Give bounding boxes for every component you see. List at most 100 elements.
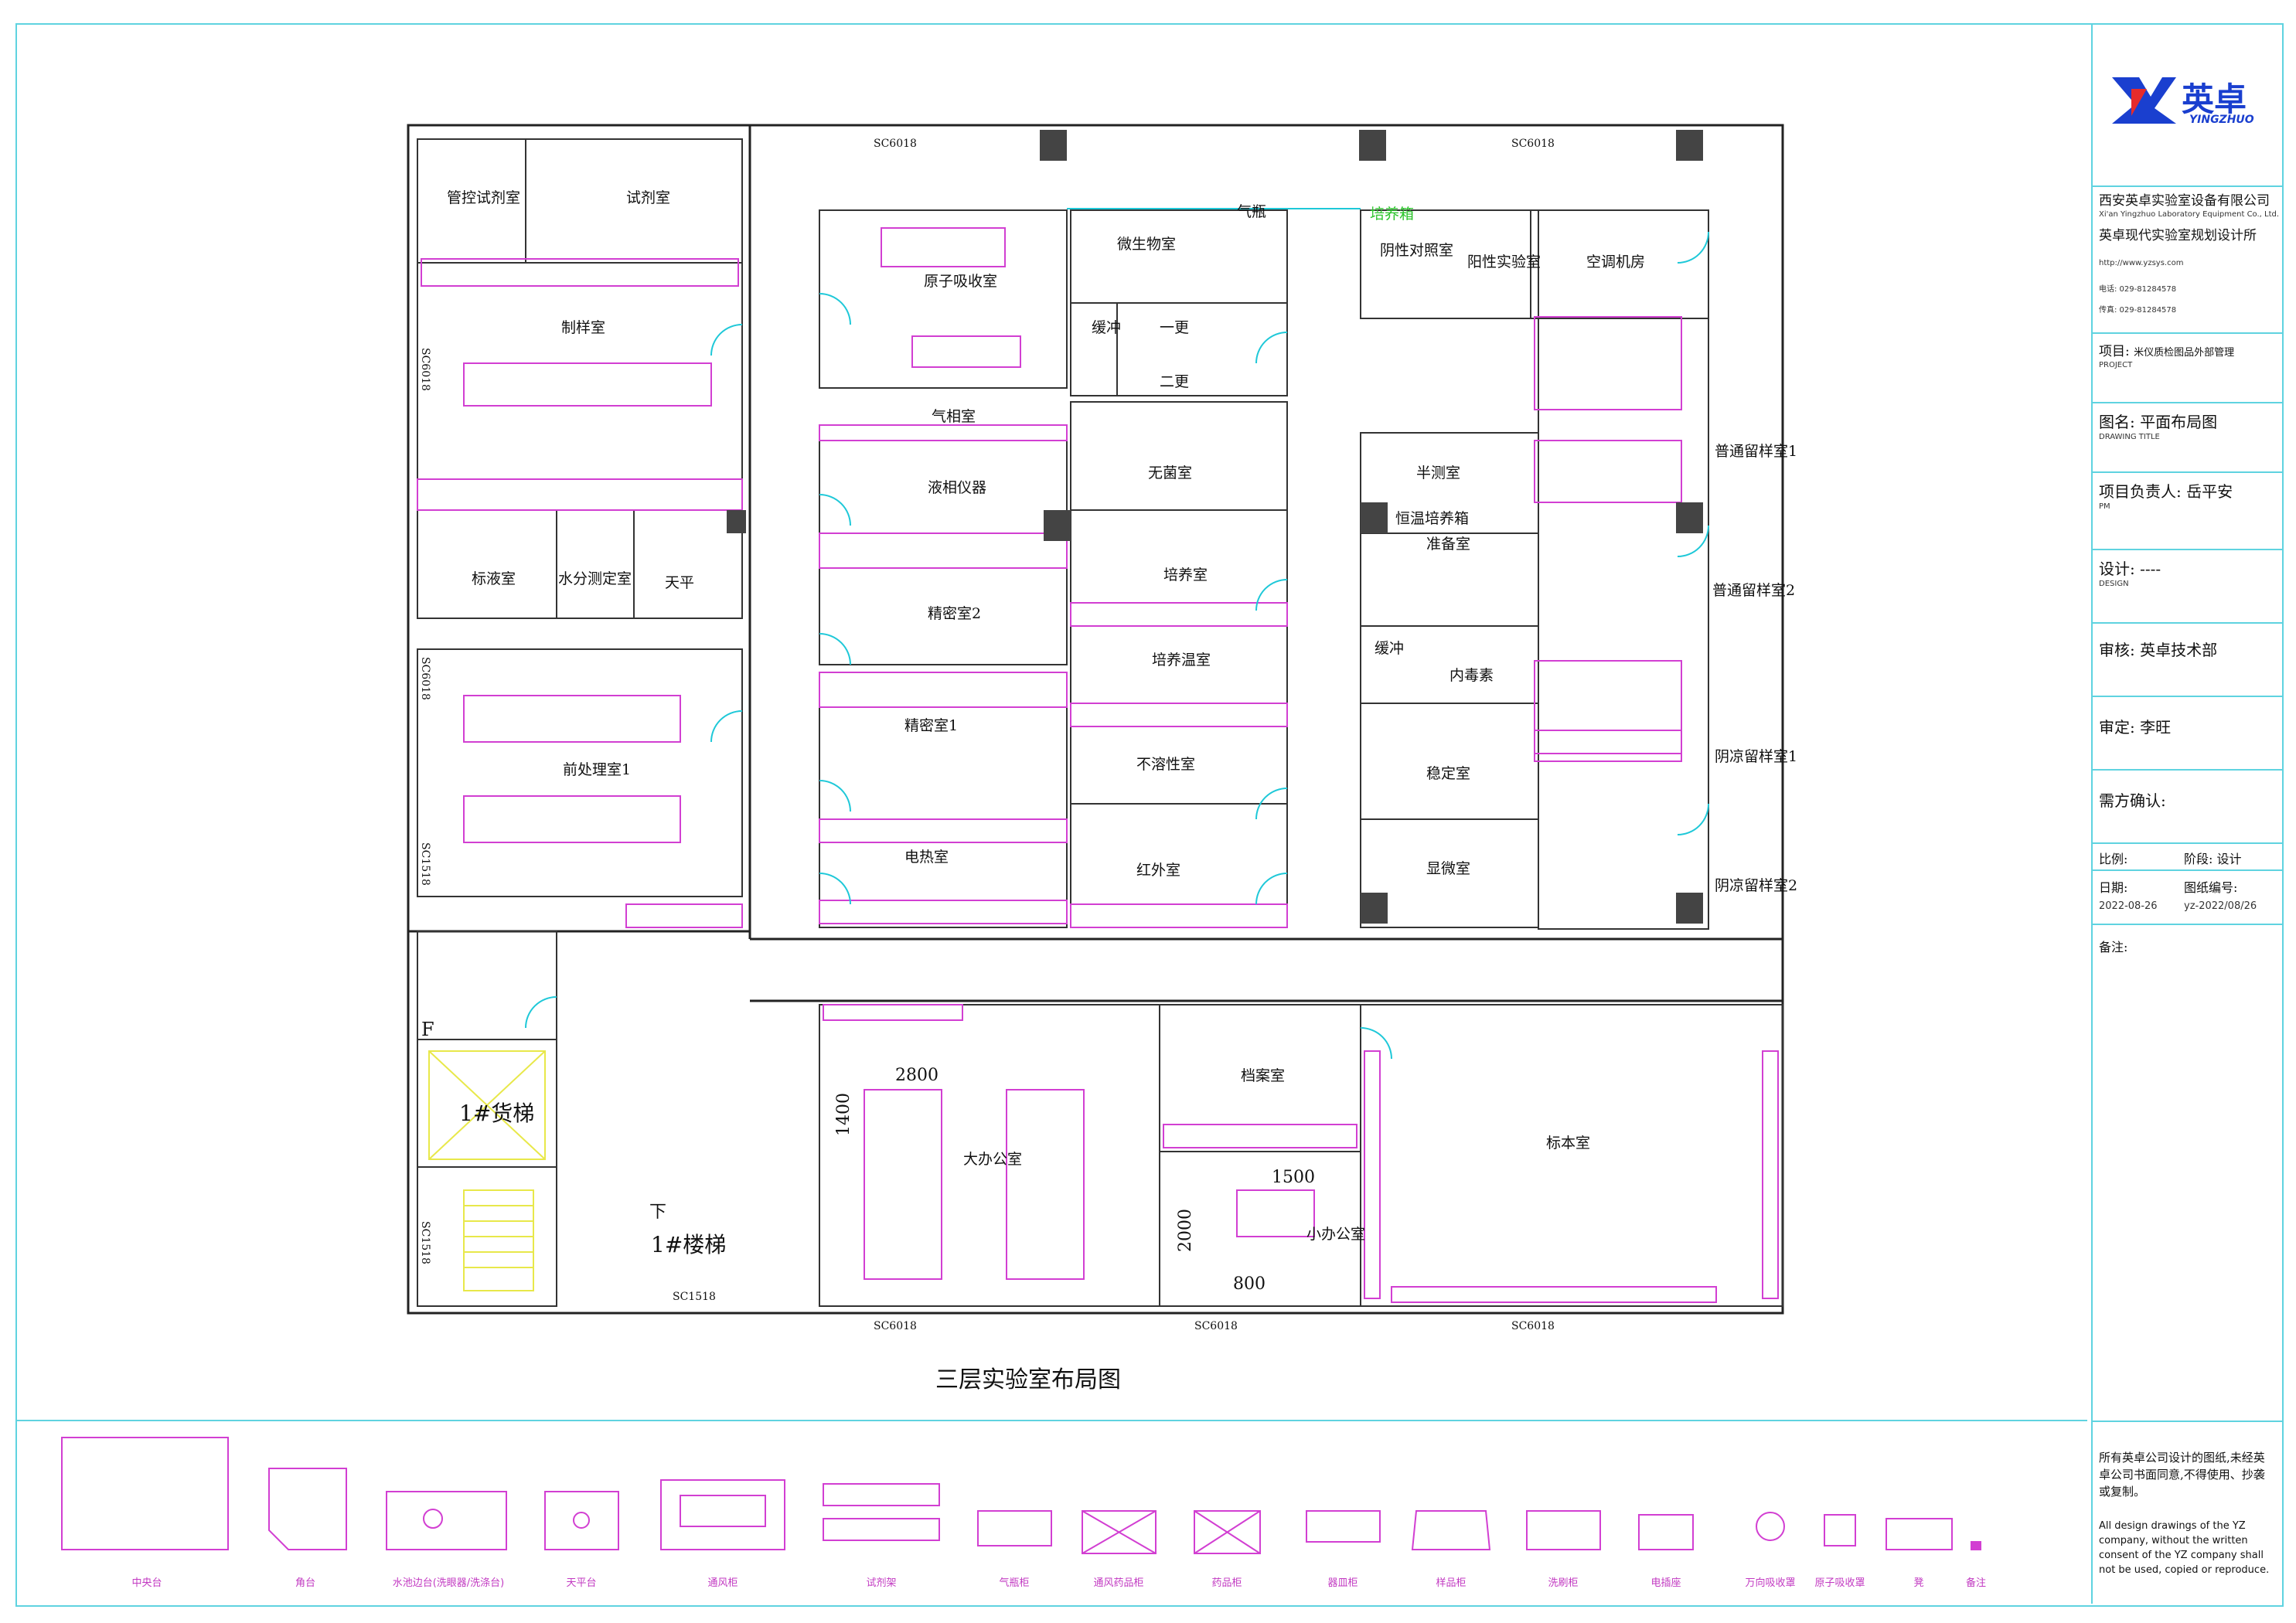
logo-text: 英卓 [2182,80,2247,118]
drawing-title: 三层实验室布局图 [935,1366,1121,1393]
pm-en: PM [2099,502,2110,511]
dimension-label: 2000 [1176,1209,1195,1252]
window-mark: SC6018 [419,657,431,700]
room-label: 一更 [1160,319,1189,336]
legend-item: 凳 [1872,1553,1965,1589]
room-label: 精密室1 [904,717,958,734]
date-value: 2022-08-26 [2099,900,2158,912]
legend-item: 角台 [259,1553,352,1589]
dimension-label: 1500 [1272,1168,1315,1187]
room-label: 恒温培养箱 [1395,510,1469,527]
room-label: 1#货梯 [459,1101,534,1126]
copyright-en: All design drawings of the YZ company, w… [2099,1520,2270,1576]
room-label: 水分测定室 [558,570,632,587]
drawing-en: DRAWING TITLE [2099,433,2160,441]
room-label: 前处理室1 [563,761,631,778]
company-name-en: Xi'an Yingzhuo Laboratory Equipment Co.,… [2099,210,2280,219]
number-label: 图纸编号: [2184,880,2238,895]
pm-value: 岳平安 [2186,482,2233,501]
drawing-border [15,23,2284,1607]
legend-item: 器皿柜 [1296,1553,1389,1589]
title-block: 英卓 YINGZHUO 西安英卓实验室设备有限公司 Xi'an Yingzhuo… [2091,23,2282,1604]
room-label: 准备室 [1426,536,1470,553]
date-label: 日期: [2099,880,2128,895]
legend-label: 气瓶柜 [999,1577,1030,1589]
room-label: 1#楼梯 [651,1232,726,1257]
legend-item: 备注 [1930,1553,2022,1589]
room-label: F [421,1019,434,1040]
room-label: 普通留样室1 [1715,443,1797,460]
review-label: 审核: [2099,641,2135,659]
window-mark: SC6018 [874,138,917,150]
company-tel: 电话: 029-81284578 [2099,285,2177,294]
approve-value: 李旺 [2140,718,2172,737]
room-label: 档案室 [1241,1067,1285,1084]
design-label: 设计: [2099,560,2135,578]
legend-item: 中央台 [100,1553,193,1589]
room-label: 培养温室 [1152,652,1211,669]
room-label: 无菌室 [1148,464,1192,481]
room-label: 培养室 [1163,567,1208,584]
project-label: 项目: [2099,344,2130,359]
legend-label: 通风药品柜 [1093,1577,1144,1589]
window-mark: SC6018 [1194,1320,1238,1332]
room-label: 小办公室 [1306,1226,1365,1243]
room-label: 气相室 [932,408,976,425]
legend-label: 洗刷柜 [1548,1577,1579,1589]
room-label: 培养箱 [1370,206,1414,223]
approve-label: 审定: [2099,718,2135,737]
room-label: 不溶性室 [1136,756,1195,773]
legend-item: 气瓶柜 [968,1553,1061,1589]
room-label: 标本室 [1546,1135,1590,1152]
window-marks: SC6018 SC6018 SC6018 SC6018 SC6018 SC601… [419,138,1555,1332]
legend-item: 电插座 [1620,1553,1712,1589]
room-label: 缓冲 [1092,319,1121,336]
dimensions: 2800 1400 1500 2000 800 [834,1066,1315,1294]
pm-label: 项目负责人: [2099,482,2182,501]
room-label: 空调机房 [1586,253,1645,270]
window-mark: SC6018 [874,1320,917,1332]
legend-item: 水池边台(洗眼器/洗涤台) [393,1553,505,1589]
doors [525,208,1709,1060]
room-label: 内毒素 [1449,667,1494,684]
window-mark: SC6018 [1511,138,1555,150]
legend-label: 药品柜 [1211,1577,1242,1589]
client-label: 需方确认: [2099,791,2166,810]
review-value: 英卓技术部 [2140,641,2218,659]
legend-label: 备注 [1965,1577,1986,1589]
room-label: 显微室 [1426,860,1470,877]
window-mark: SC6018 [1511,1320,1555,1332]
window-mark: SC1518 [419,842,431,886]
window-mark: SC1518 [419,1221,431,1264]
legend-label: 天平台 [566,1577,597,1589]
room-label: 管控试剂室 [447,189,520,206]
project-value: 米仪质检图品外部管理 [2134,347,2235,359]
dimension-label: 800 [1233,1274,1266,1294]
company-web: http://www.yzsys.com [2099,259,2184,267]
room-label: 电热室 [904,849,949,866]
room-label: 试剂室 [626,189,670,206]
room-label: 阴凉留样室1 [1715,748,1797,765]
room-label: 阴性对照室 [1380,242,1453,259]
room-label: 液相仪器 [928,479,986,496]
room-label: 标液室 [472,570,516,587]
room-label: 天平 [665,574,694,591]
scale-label: 比例: [2099,852,2128,866]
legend-label: 电插座 [1650,1577,1681,1589]
room-label: 微生物室 [1117,236,1176,253]
number-value: yz-2022/08/26 [2184,900,2257,912]
legend-item: 试剂架 [835,1553,928,1589]
legend-item: 药品柜 [1180,1553,1273,1589]
room-label: 红外室 [1136,862,1180,879]
company-name: 西安英卓实验室设备有限公司 [2099,193,2270,209]
legend-label: 器皿柜 [1327,1577,1358,1589]
dimension-label: 2800 [895,1066,938,1085]
legend-item: 通风药品柜 [1072,1553,1165,1589]
room-label: 原子吸收室 [924,273,997,290]
design-en: DESIGN [2099,580,2129,588]
legend-label: 原子吸收罩 [1814,1577,1865,1589]
legend-item: 原子吸收罩 [1794,1553,1886,1589]
room-label: 下 [649,1203,666,1222]
institute-name: 英卓现代实验室规划设计所 [2099,228,2257,243]
building-outline [407,124,1784,1315]
